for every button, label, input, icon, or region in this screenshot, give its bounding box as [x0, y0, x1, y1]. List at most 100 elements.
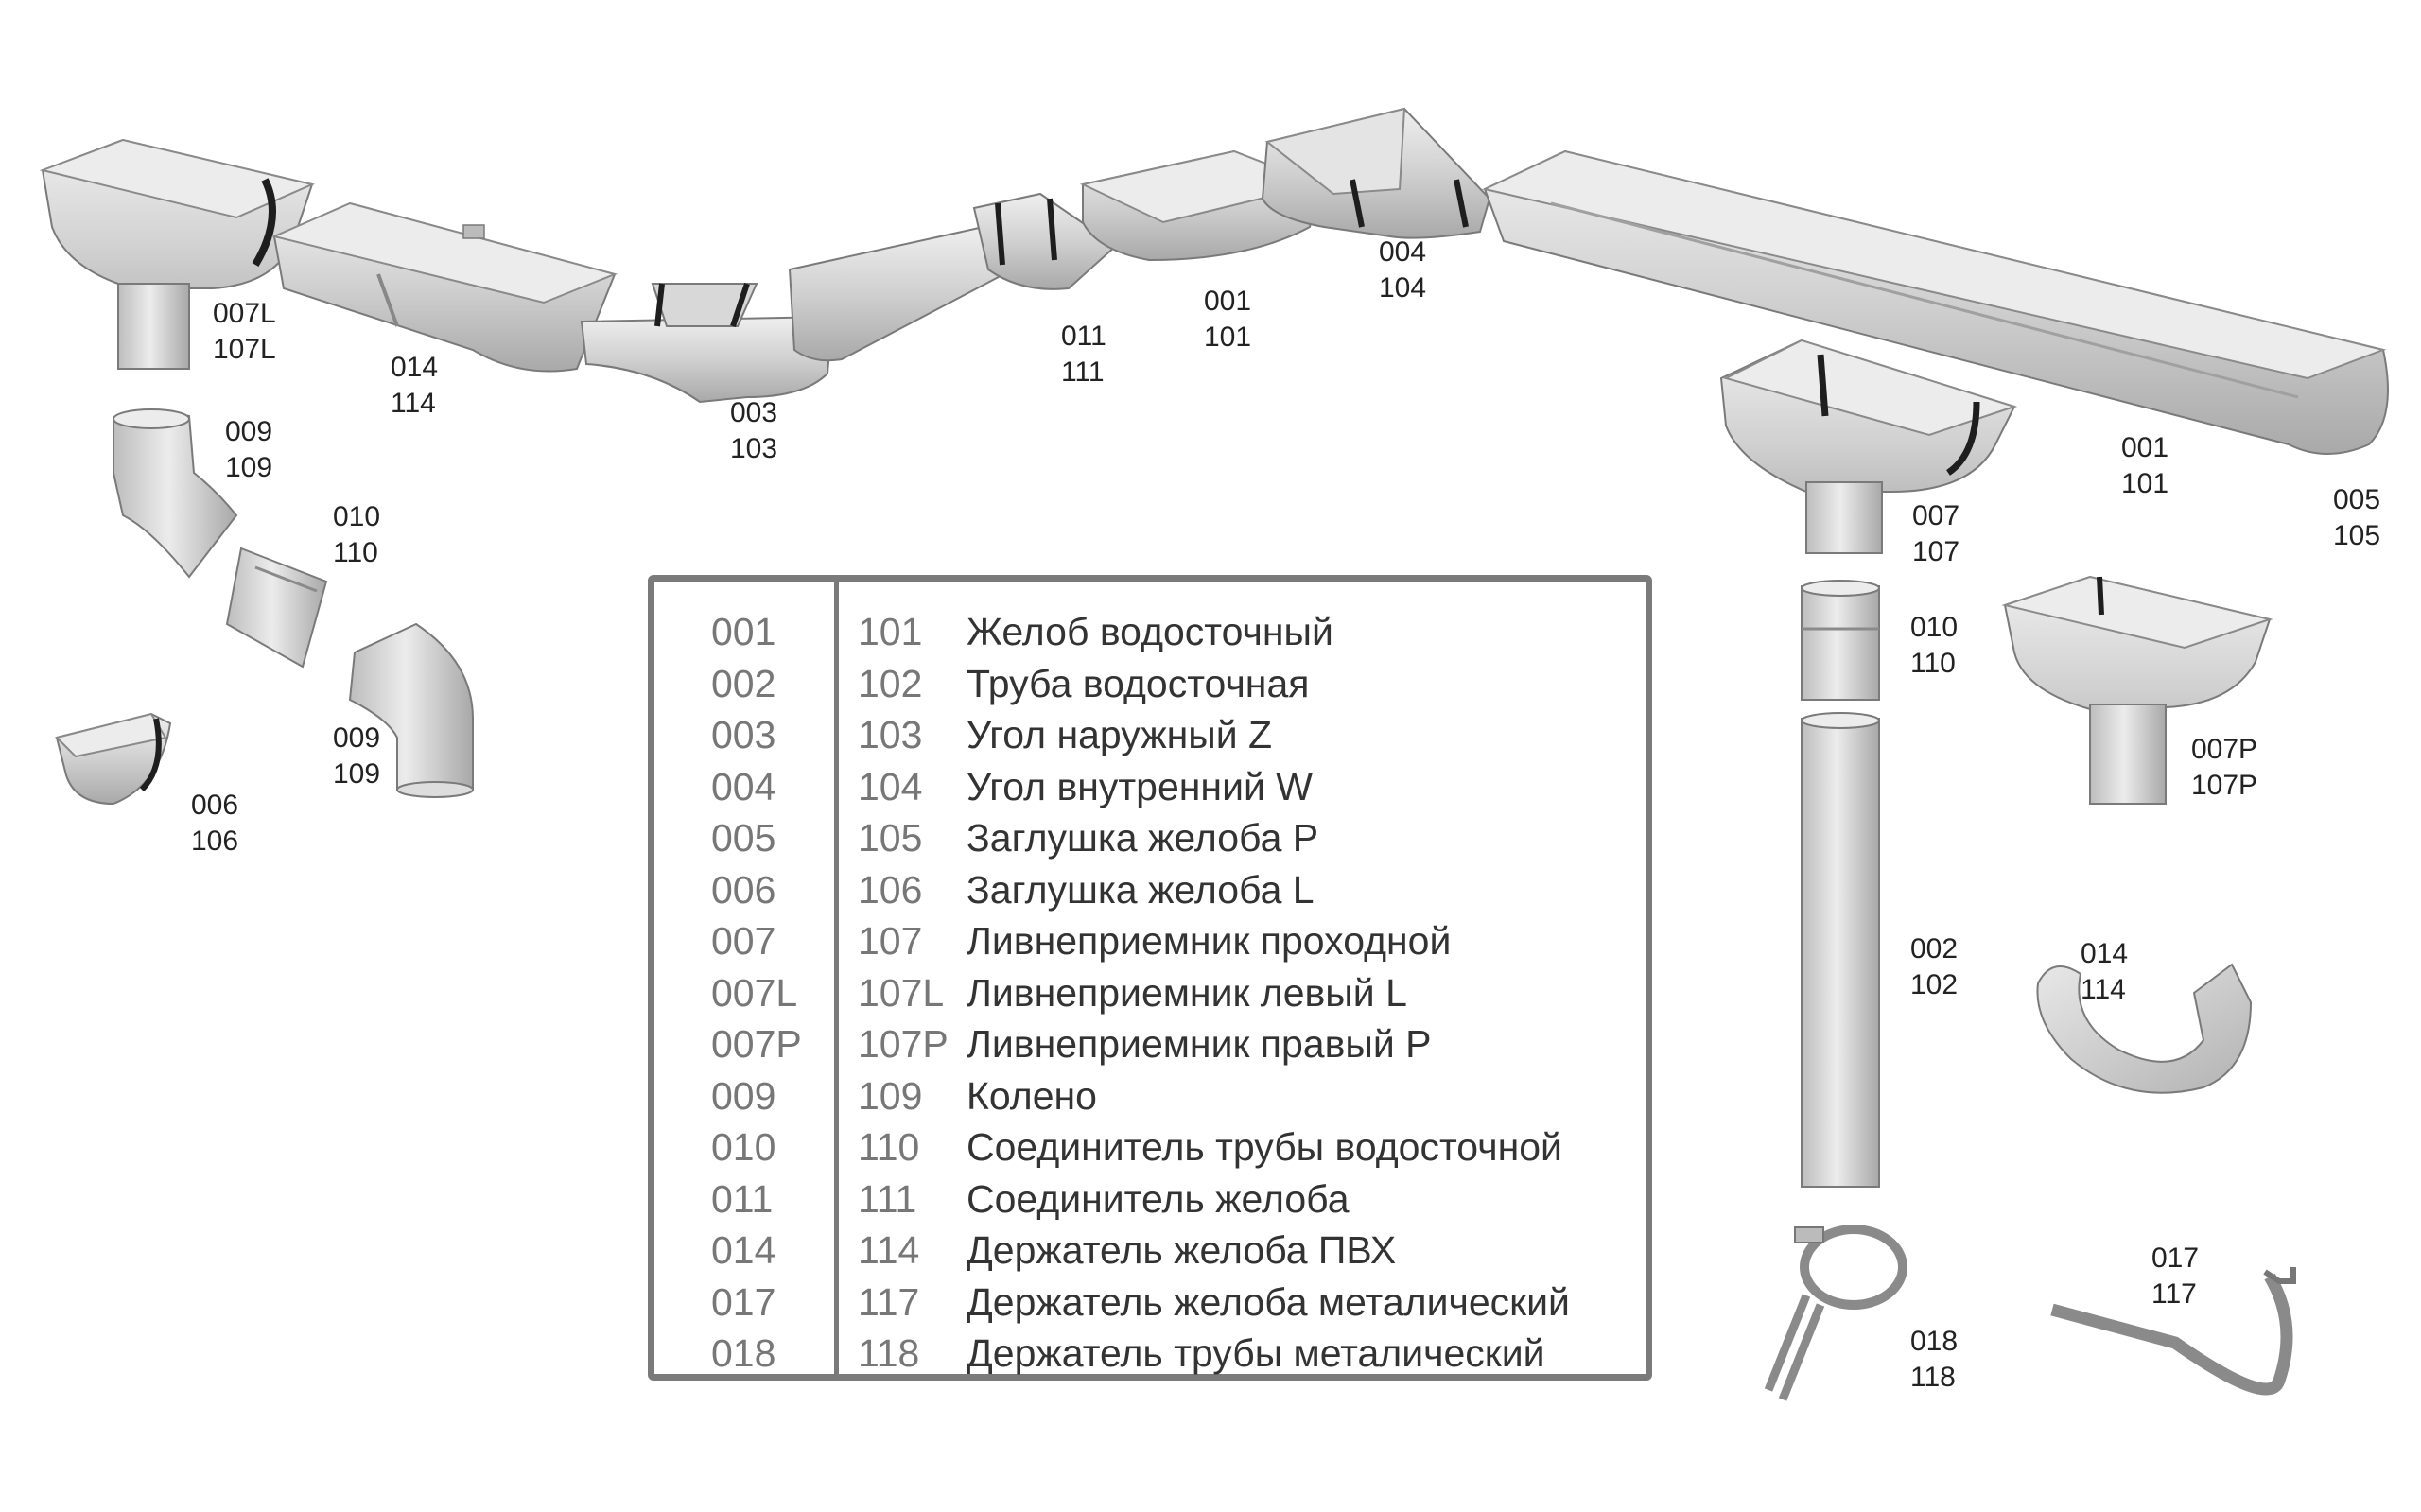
part-label-010-left: 010 110: [333, 499, 380, 571]
part-label-code: 011: [1061, 321, 1106, 352]
legend-code-primary: 005: [711, 816, 776, 860]
part-label-code: 101: [1204, 322, 1252, 353]
part-label-011: 011 111: [1061, 319, 1106, 391]
part-label-code: 102: [1910, 969, 1959, 1000]
legend-divider: [834, 582, 839, 1374]
part-label-code: 007L: [213, 298, 276, 329]
legend-code-primary: 014: [711, 1228, 776, 1272]
legend-code-secondary: 107L: [858, 970, 945, 1015]
part-label-code: 005: [2333, 484, 2381, 515]
legend-code-secondary: 118: [858, 1331, 920, 1375]
part-label-code: 106: [191, 826, 239, 857]
part-label-code: 107L: [213, 334, 276, 365]
part-label-004: 004 104: [1379, 235, 1426, 306]
legend-code-primary: 009: [711, 1073, 776, 1118]
legend-part-name: Держатель трубы металический: [967, 1331, 1545, 1375]
pipe-holder-018: [1764, 1225, 1907, 1401]
part-label-code: 010: [1910, 612, 1959, 643]
legend-part-name: Заглушка желоба P: [967, 816, 1319, 860]
legend-row: 003 103 Угол наружный Z: [654, 709, 1646, 761]
part-label-code: 101: [2121, 468, 2169, 499]
part-label-018: 018 118: [1910, 1324, 1958, 1396]
part-label-code: 114: [391, 388, 436, 419]
part-label-code: 009: [333, 722, 381, 754]
part-label-code: 001: [1204, 286, 1252, 317]
part-label-code: 014: [2081, 938, 2129, 969]
legend-code-primary: 004: [711, 764, 776, 808]
part-label-code: 110: [1910, 648, 1956, 679]
legend-code-secondary: 117: [858, 1279, 920, 1324]
part-label-code: 114: [2081, 974, 2126, 1005]
legend-part-name: Держатель желоба ПВХ: [967, 1228, 1397, 1272]
legend-row: 009 109 Колено: [654, 1070, 1646, 1122]
part-label-code: 118: [1910, 1362, 1956, 1393]
part-label-code: 117: [2151, 1278, 2197, 1310]
inner-corner-004: [1261, 107, 1491, 239]
downpipe-002: [1801, 712, 1880, 1188]
part-label-code: 007P: [2191, 734, 2258, 765]
outer-corner-003: [580, 283, 834, 404]
part-label-code: 107: [1912, 536, 1960, 567]
legend-code-primary: 007P: [711, 1022, 802, 1066]
legend-row: 018 118 Держатель трубы металический: [654, 1328, 1646, 1380]
legend-code-primary: 018: [711, 1331, 776, 1375]
legend-row: 007P 107P Ливнеприемник правый P: [654, 1018, 1646, 1070]
legend-code-secondary: 102: [858, 661, 923, 705]
part-label-code: 105: [2333, 520, 2381, 551]
part-label-003: 003 103: [730, 395, 777, 467]
legend-code-primary: 007: [711, 919, 776, 963]
part-label-code: 109: [333, 758, 381, 790]
legend-part-name: Угол наружный Z: [967, 713, 1273, 756]
legend-code-secondary: 110: [858, 1125, 920, 1169]
part-label-code: 007: [1912, 500, 1960, 531]
gutter-holder-014: [2036, 963, 2253, 1094]
part-label-code: 006: [191, 790, 239, 821]
outlet-left-007L: [39, 138, 316, 370]
pipe-connector-010-left: [225, 547, 328, 669]
part-label-005: 005 105: [2333, 482, 2380, 554]
legend-code-secondary: 109: [858, 1073, 923, 1118]
part-label-017: 017 117: [2151, 1241, 2199, 1312]
legend-code-primary: 011: [711, 1176, 774, 1221]
legend-code-secondary: 107P: [858, 1022, 949, 1066]
part-label-014-top: 014 114: [391, 350, 438, 422]
legend-code-primary: 001: [711, 610, 776, 653]
legend-part-name: Держатель желоба металический: [967, 1279, 1570, 1324]
legend-part-name: Заглушка желоба L: [967, 867, 1315, 912]
part-label-007L: 007L 107L: [213, 296, 276, 368]
legend-row: 004 104 Угол внутренний W: [654, 761, 1646, 813]
part-label-007P: 007P 107P: [2191, 732, 2257, 804]
legend-part-name: Соединитель желоба: [967, 1176, 1350, 1221]
part-label-code: 010: [333, 501, 381, 532]
part-label-code: 107P: [2191, 770, 2258, 801]
legend-code-secondary: 104: [858, 764, 923, 808]
legend-part-name: Угол внутренний W: [967, 764, 1313, 808]
part-label-009-upper: 009 109: [225, 414, 272, 486]
legend-code-primary: 003: [711, 713, 776, 756]
legend-part-name: Соединитель трубы водосточной: [967, 1125, 1562, 1169]
part-label-code: 004: [1379, 236, 1427, 268]
gutter-segment-014: [270, 201, 618, 373]
legend-part-name: Труба водосточная: [967, 661, 1310, 705]
gutter-segment-middle: [788, 225, 1033, 362]
elbow-009-lower: [348, 622, 474, 798]
legend-part-name: Ливнеприемник правый P: [967, 1022, 1432, 1066]
part-label-007: 007 107: [1912, 498, 1959, 570]
gutter-connector-011: [972, 192, 1118, 290]
legend-code-secondary: 103: [858, 713, 923, 756]
part-label-code: 111: [1061, 356, 1105, 388]
legend-part-name: Колено: [967, 1073, 1097, 1118]
gutter-001-long: [1481, 149, 2389, 455]
legend-code-secondary: 101: [858, 610, 923, 653]
part-label-006: 006 106: [191, 788, 238, 860]
legend-code-secondary: 105: [858, 816, 923, 860]
